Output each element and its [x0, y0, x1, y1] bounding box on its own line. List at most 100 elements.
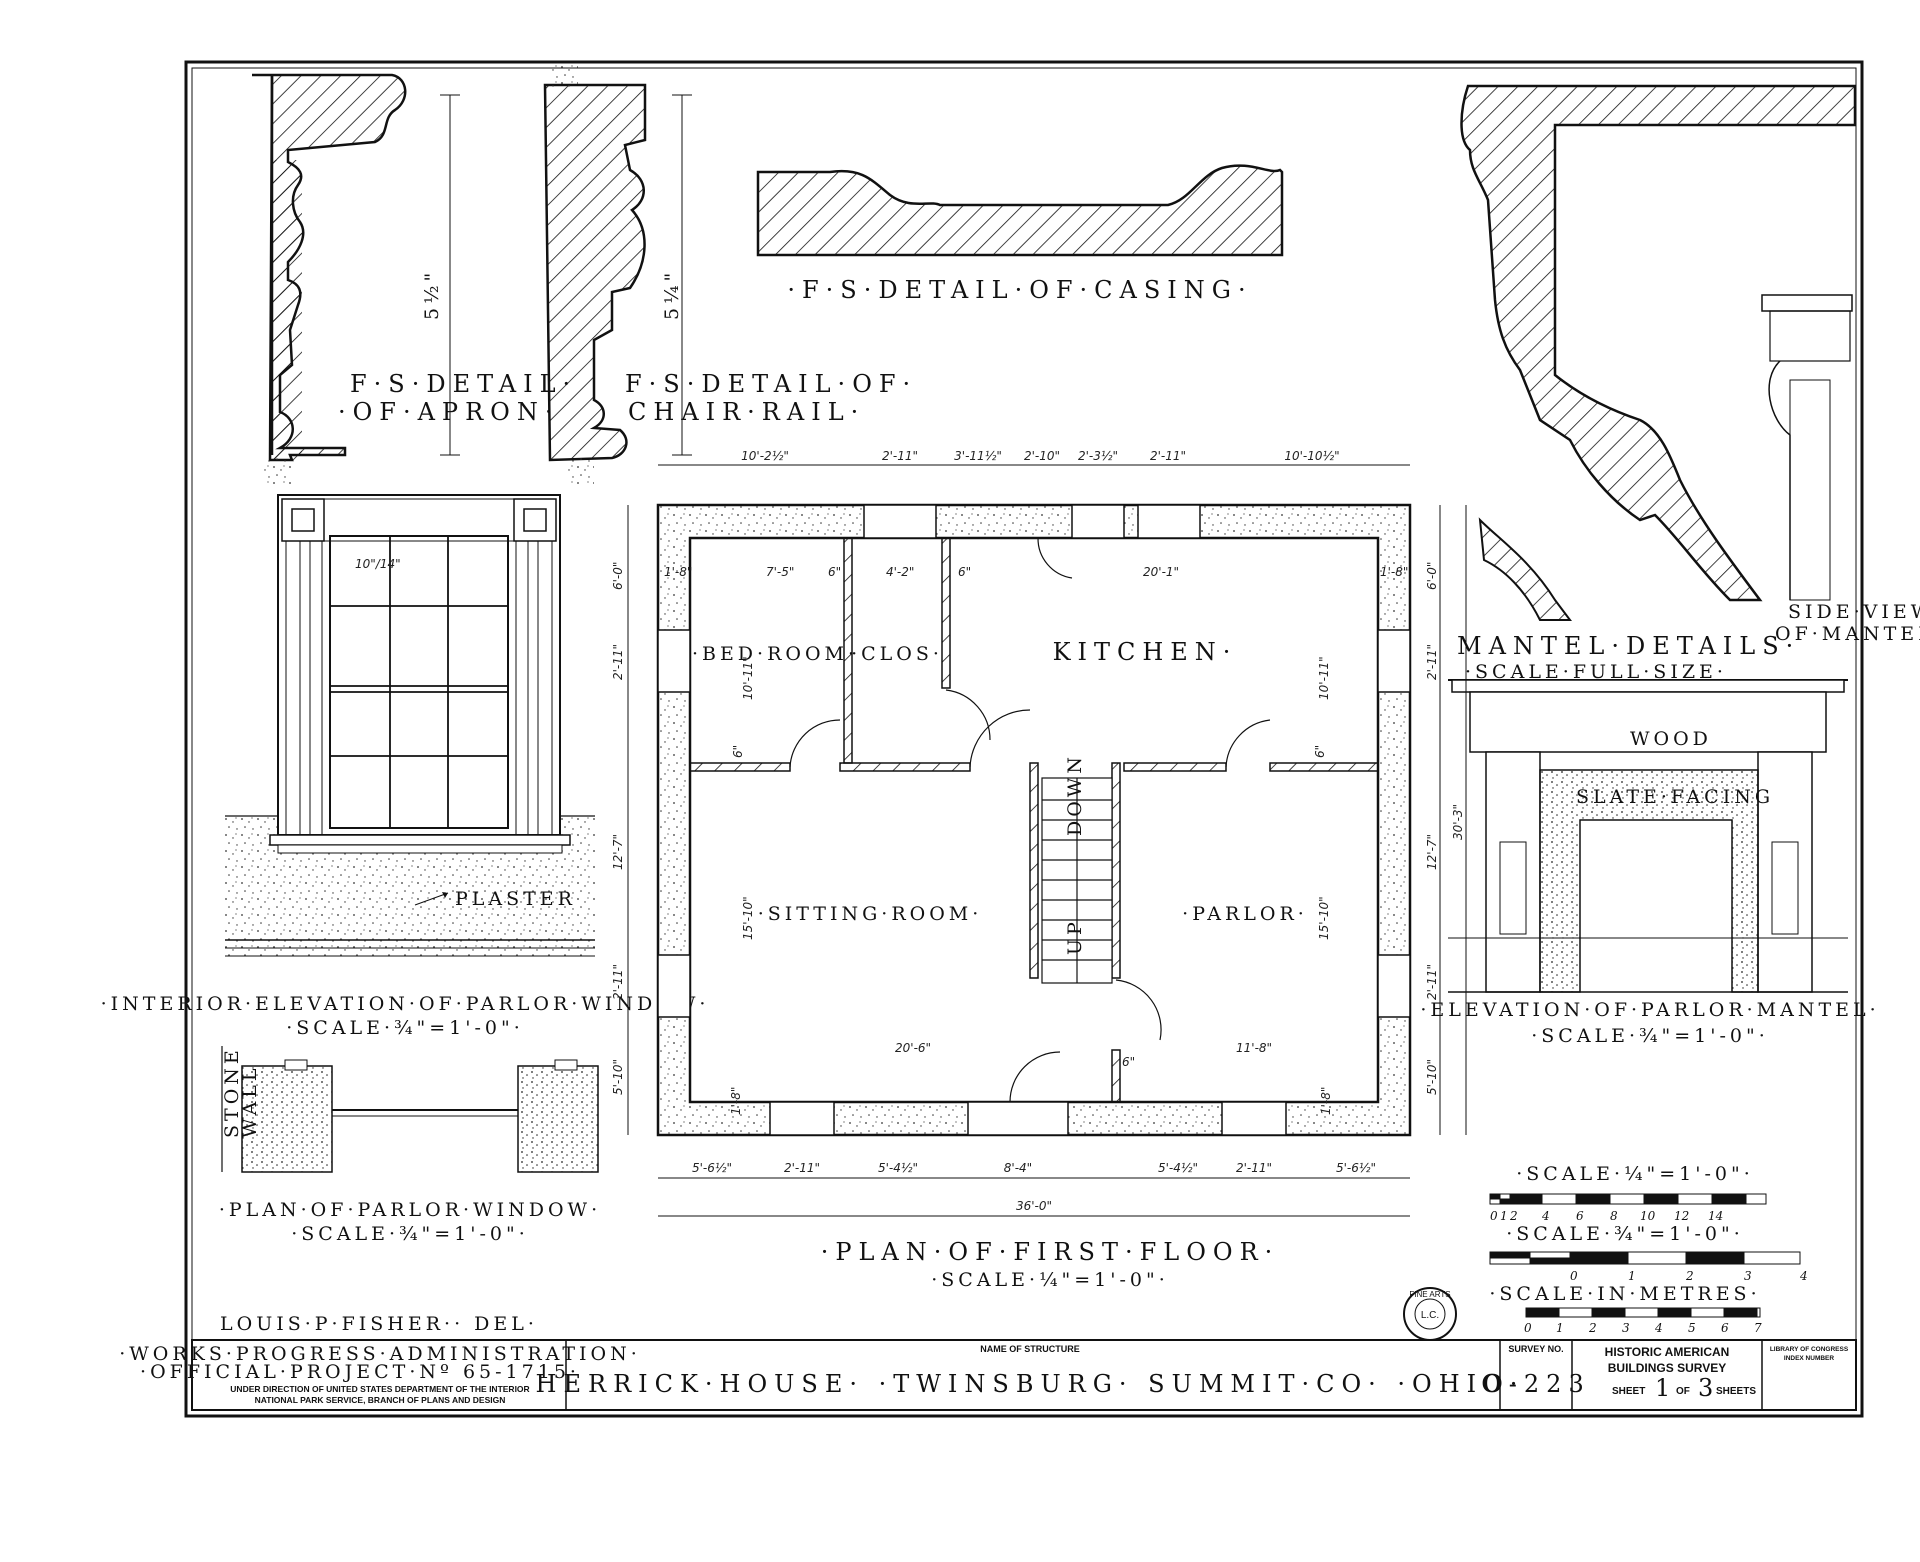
- svg-text:2'-10": 2'-10": [1024, 449, 1060, 463]
- left-dimensions: 6'-0" 2'-11" 12'-7" 2'-11" 5'-10": [611, 562, 625, 1095]
- svg-text:11'-8": 11'-8": [1236, 1041, 1272, 1055]
- svg-text:2: 2: [1588, 1321, 1597, 1335]
- svg-text:1'-8": 1'-8": [664, 565, 692, 579]
- svg-text:20'-6": 20'-6": [895, 1041, 931, 1055]
- svg-text:3'-11½": 3'-11½": [954, 449, 1002, 463]
- svg-text:1'-8": 1'-8": [729, 1087, 743, 1115]
- chair-rail-dimension: 5¼": [661, 269, 683, 320]
- slate-facing-label: SLATE·FACING: [1576, 786, 1774, 808]
- chair-rail-title-1: F·S·DETAIL·OF·: [625, 370, 917, 398]
- structure-name: HERRICK·HOUSE· ·TWINSBURG· SUMMIT·CO· ·O…: [536, 1370, 1525, 1398]
- staircase: [1041, 777, 1113, 984]
- svg-text:1'-8": 1'-8": [1319, 1087, 1333, 1115]
- of-word: OF: [1676, 1386, 1690, 1397]
- floor-plan: DOWN UP ·BED·ROOM· ·CLOS· KITC: [611, 449, 1467, 1291]
- overall-depth: 30'-3": [1451, 804, 1465, 840]
- floor-plan-title: ·PLAN·OF·FIRST·FLOOR·: [821, 1238, 1280, 1266]
- room-kitchen: KITCHEN·: [1053, 638, 1238, 666]
- svg-text:12: 12: [1674, 1209, 1689, 1223]
- svg-text:7: 7: [1754, 1321, 1762, 1335]
- floor-plan-scale: ·SCALE·¼"=1'-0"·: [931, 1269, 1169, 1291]
- svg-text:2'-11": 2'-11": [611, 964, 625, 1000]
- room-sitting: ·SITTING·ROOM·: [758, 903, 983, 925]
- window-elevation: 10"/14" PLASTER ·INTERIOR·ELEVATION·OF·P…: [101, 494, 710, 1039]
- chair-rail-detail: 5¼" F·S·DETAIL·OF· CHAIR·RAIL·: [543, 62, 917, 485]
- svg-text:8'-4": 8'-4": [1004, 1161, 1032, 1175]
- sheet-number: 1: [1655, 1374, 1677, 1402]
- mantel-details: SIDE·VIEW· OF·MANTEL· MANTEL·DETAILS· ·S…: [1457, 84, 1920, 683]
- svg-text:10'-11": 10'-11": [741, 656, 755, 700]
- svg-text:20'-1": 20'-1": [1143, 565, 1179, 579]
- survey-number: O-223: [1481, 1370, 1590, 1398]
- svg-text:2'-11": 2'-11": [784, 1161, 820, 1175]
- stone-wall-label-1: STONE: [221, 1046, 243, 1138]
- casing-title: ·F·S·DETAIL·OF·CASING·: [787, 276, 1252, 304]
- habs-line-2: BUILDINGS SURVEY: [1608, 1361, 1726, 1375]
- svg-text:0: 0: [1490, 1209, 1498, 1223]
- mantel-elevation-scale: ·SCALE·¾"=1'-0"·: [1531, 1025, 1769, 1047]
- agency-line-3: UNDER DIRECTION OF UNITED STATES DEPARTM…: [230, 1384, 529, 1394]
- apron-title-2: ·OF·APRON·: [338, 398, 559, 426]
- svg-text:2'-3½": 2'-3½": [1078, 449, 1118, 463]
- library-stamp: FINE ARTS L.C.: [1403, 1287, 1457, 1341]
- pane-size-label: 10"/14": [355, 557, 401, 571]
- title-block: ·WORKS·PROGRESS·ADMINISTRATION· ·OFFICIA…: [119, 1339, 1857, 1411]
- svg-text:1: 1: [1500, 1209, 1508, 1223]
- stair-up-label: UP: [1064, 918, 1086, 955]
- casing-detail: ·F·S·DETAIL·OF·CASING·: [756, 164, 1284, 304]
- room-closet: ·CLOS·: [851, 643, 943, 665]
- survey-number-label: SURVEY NO.: [1508, 1344, 1563, 1354]
- wood-label: WOOD: [1630, 728, 1712, 750]
- svg-text:2'-11": 2'-11": [611, 644, 625, 680]
- window-plan-scale: ·SCALE·¾"=1'-0"·: [291, 1223, 529, 1245]
- svg-text:2'-11": 2'-11": [1425, 644, 1439, 680]
- svg-text:6": 6": [828, 565, 841, 579]
- habs-line-1: HISTORIC AMERICAN: [1605, 1345, 1730, 1359]
- structure-name-label: NAME OF STRUCTURE: [980, 1344, 1080, 1354]
- svg-text:10'-2½": 10'-2½": [741, 449, 789, 463]
- stair-down-label: DOWN: [1064, 753, 1086, 836]
- svg-text:1: 1: [1556, 1321, 1564, 1335]
- svg-text:2'-11": 2'-11": [1425, 964, 1439, 1000]
- svg-text:3: 3: [1622, 1321, 1630, 1335]
- interior-dimensions: 1'-8" 1'-8" 7'-5" 6" 4'-2" 6" 20'-1" 10'…: [664, 565, 1408, 1115]
- svg-text:5'-6½": 5'-6½": [692, 1161, 732, 1175]
- svg-text:0: 0: [1524, 1321, 1532, 1335]
- mantel-elevation: WOOD SLATE·FACING ·ELEVATION·OF·PARLOR·M…: [1420, 679, 1879, 1047]
- plaster-label: PLASTER: [455, 888, 576, 910]
- quarter-scale-ticks: 0 1 2 4 6 8 10 12 14: [1490, 1209, 1723, 1223]
- agency-line-4: NATIONAL PARK SERVICE, BRANCH OF PLANS A…: [255, 1395, 506, 1405]
- mantel-side-view: [1761, 294, 1853, 601]
- mantel-details-title: MANTEL·DETAILS·: [1457, 632, 1800, 660]
- svg-text:6: 6: [1721, 1321, 1729, 1335]
- window-elevation-scale: ·SCALE·¾"=1'-0"·: [286, 1017, 524, 1039]
- svg-text:10'-10½": 10'-10½": [1284, 449, 1339, 463]
- threequarter-scale-title: ·SCALE·¾"=1'-0"·: [1506, 1223, 1744, 1245]
- window-plan: STONE WALL ·PLAN·OF·PARLOR·WINDOW· ·SCAL…: [219, 1046, 599, 1245]
- top-dimensions: 10'-2½" 2'-11" 3'-11½" 2'-10" 2'-3½" 2'-…: [741, 449, 1340, 463]
- svg-text:5'-4½": 5'-4½": [878, 1161, 918, 1175]
- svg-text:6": 6": [958, 565, 971, 579]
- svg-text:4: 4: [1541, 1209, 1550, 1223]
- svg-text:10: 10: [1640, 1209, 1656, 1223]
- svg-text:6": 6": [1122, 1055, 1135, 1069]
- svg-text:3: 3: [1744, 1269, 1752, 1283]
- apron-detail: 5½" F·S·DETAIL· ·OF·APRON·: [252, 73, 570, 485]
- svg-text:2: 2: [1509, 1209, 1518, 1223]
- svg-text:5: 5: [1688, 1321, 1696, 1335]
- sheet-border: [184, 60, 1864, 1418]
- svg-text:2'-11": 2'-11": [1236, 1161, 1272, 1175]
- window-elevation-title: ·INTERIOR·ELEVATION·OF·PARLOR·WINDOW·: [101, 993, 710, 1015]
- mantel-elevation-title: ·ELEVATION·OF·PARLOR·MANTEL·: [1420, 999, 1879, 1021]
- svg-text:1: 1: [1628, 1269, 1636, 1283]
- svg-text:0: 0: [1570, 1269, 1578, 1283]
- metres-scale-title: ·SCALE·IN·METRES·: [1489, 1283, 1760, 1305]
- sheet-total: 3: [1698, 1374, 1720, 1402]
- svg-text:4: 4: [1654, 1321, 1663, 1335]
- side-view-label-2: OF·MANTEL·: [1775, 623, 1920, 645]
- svg-text:4: 4: [1799, 1269, 1808, 1283]
- svg-text:8: 8: [1610, 1209, 1618, 1223]
- right-dimensions: 6'-0" 2'-11" 12'-7" 2'-11" 5'-10" 30'-3": [1425, 562, 1465, 1095]
- svg-text:15'-10": 15'-10": [741, 896, 755, 940]
